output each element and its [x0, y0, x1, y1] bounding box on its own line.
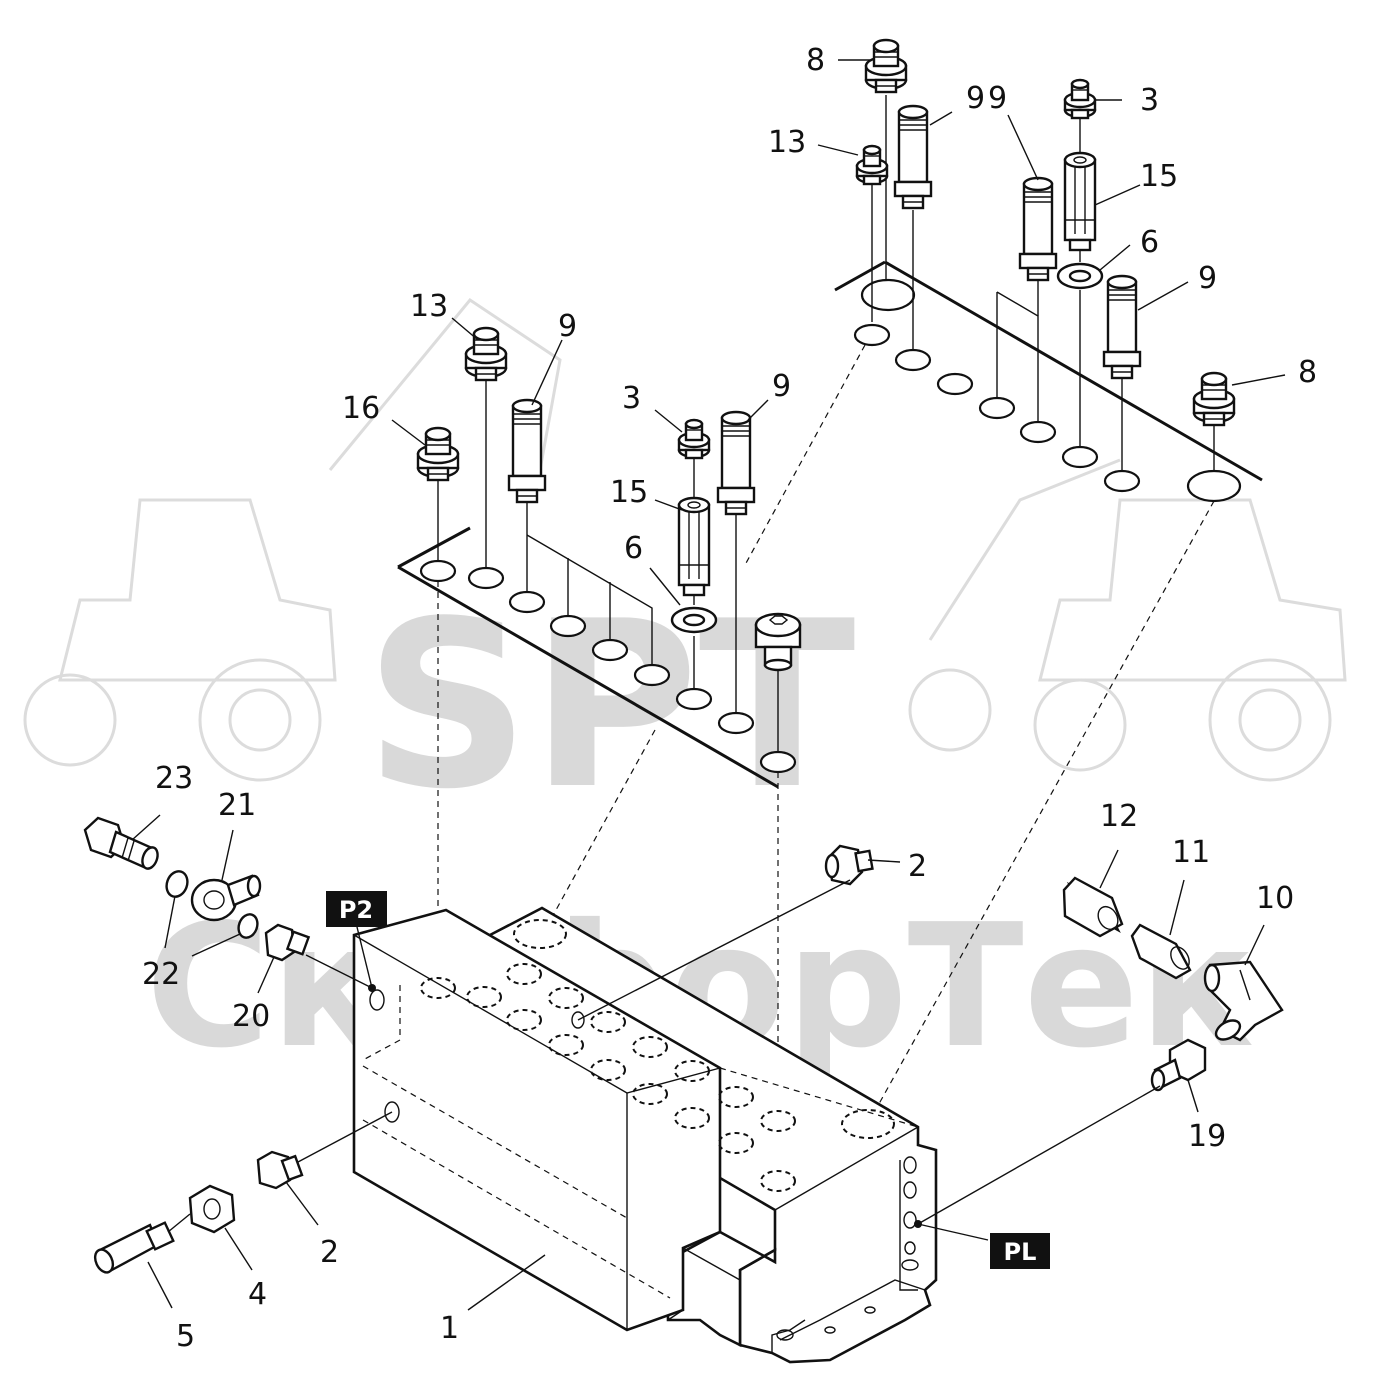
callout-19: 19 [1188, 1119, 1226, 1154]
valve-9-top [893, 104, 933, 210]
callout-3-lower: 3 [622, 381, 641, 416]
callout-4: 4 [248, 1277, 267, 1312]
callout-9-lower-right: 9 [772, 369, 791, 404]
fitting-8-top [864, 38, 908, 94]
callout-15-top: 15 [1140, 159, 1178, 194]
port-label-p2: P2 [339, 896, 373, 924]
fitting-8-right [1192, 371, 1236, 427]
adapter-19 [1150, 1038, 1207, 1092]
elbow-10 [1203, 960, 1284, 1042]
left-side-fittings [83, 816, 393, 1274]
callout-10: 10 [1256, 881, 1294, 916]
upper-port-row [834, 95, 1263, 503]
callout-12: 12 [1100, 799, 1138, 834]
port-badge-pl: PL [990, 1233, 1050, 1269]
washer-6-lower [670, 606, 718, 634]
callout-9-mid: 9 [988, 81, 1007, 116]
port-badge-p2: P2 [326, 891, 387, 927]
seal-22b [237, 913, 259, 939]
callout-3-top: 3 [1140, 83, 1159, 118]
hose-nipple-5 [93, 1221, 175, 1274]
callout-6-top: 6 [1140, 225, 1159, 260]
nut-4 [188, 1184, 236, 1234]
reducer-11 [1130, 923, 1192, 980]
seal-22a [165, 870, 189, 898]
callout-9-lower-left: 9 [558, 309, 577, 344]
callout-15-lower: 15 [610, 475, 648, 510]
fitting-13-top [855, 144, 889, 186]
callout-6-lower: 6 [624, 531, 643, 566]
callout-2-lower: 2 [320, 1235, 339, 1270]
callout-9-top: 9 [966, 81, 985, 116]
female-adapter-12 [1062, 876, 1124, 938]
callout-1: 1 [440, 1311, 459, 1346]
callout-9-right: 9 [1198, 261, 1217, 296]
banjo-bolt [83, 816, 159, 870]
right-side-fittings [577, 844, 1284, 1225]
callout-5: 5 [176, 1319, 195, 1354]
valve-9-lower-right [716, 410, 756, 516]
adapter-20 [264, 923, 311, 962]
fitting-3-lower [677, 418, 711, 460]
watermark-tractor-right [908, 458, 1347, 782]
socket-plug [754, 612, 802, 672]
valve-9-mid [1018, 176, 1058, 282]
assembly-guide-lines [437, 344, 1215, 1180]
leader-lines [131, 59, 1286, 1311]
callout-20: 20 [232, 999, 270, 1034]
callout-2-upper: 2 [908, 849, 927, 884]
callout-16: 16 [342, 391, 380, 426]
coupler-15-top [1063, 151, 1097, 252]
callout-11: 11 [1172, 835, 1210, 870]
valve-block [352, 906, 938, 1364]
fitting-16 [416, 426, 460, 482]
callout-21: 21 [218, 788, 256, 823]
lower-port-row [397, 375, 797, 789]
callout-23: 23 [155, 761, 193, 796]
port-label-pl: PL [1004, 1238, 1037, 1266]
callout-labels: 8 9 3 13 9 15 6 9 8 13 9 16 3 9 15 6 23 … [142, 43, 1317, 1354]
callout-13-top: 13 [768, 125, 806, 160]
callout-8-top: 8 [806, 43, 825, 78]
plug-2-upper [824, 844, 874, 886]
banjo-fitting [190, 874, 262, 922]
valve-9-lower-left [507, 398, 547, 504]
valve-9-right [1102, 274, 1142, 380]
fitting-3-top [1063, 78, 1097, 120]
plug-2-lower [256, 1150, 304, 1190]
watermark-tractor-left [23, 297, 562, 782]
lower-fittings [416, 326, 802, 672]
callout-13-lower: 13 [410, 289, 448, 324]
callout-8-right: 8 [1298, 355, 1317, 390]
callout-22: 22 [142, 957, 180, 992]
coupler-15-lower [677, 496, 711, 597]
washer-6-top [1056, 262, 1104, 290]
